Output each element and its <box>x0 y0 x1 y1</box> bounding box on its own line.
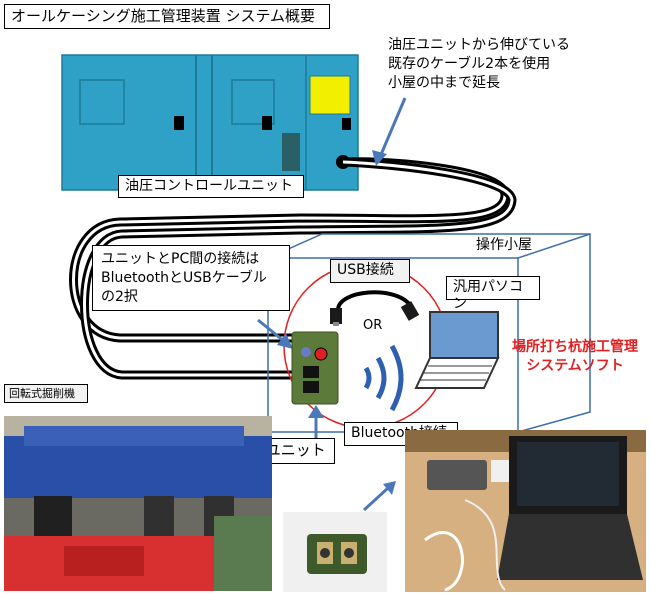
ad-unit-photo <box>283 512 387 592</box>
cable-note: 油圧ユニットから伸びている 既存のケーブル2本を使用 小屋の中まで延長 <box>388 36 628 93</box>
diagram-title: オールケーシング施工管理装置 システム概要 <box>4 4 330 29</box>
laptop-icon <box>414 311 500 389</box>
or-label: OR <box>363 318 383 333</box>
excavator-photo <box>4 416 272 591</box>
wireless-wave-icon <box>363 344 404 412</box>
cable-note-arrow <box>372 97 407 166</box>
cable-note-line-2: 既存のケーブル2本を使用 <box>388 56 551 72</box>
connection-note-line-2: BluetoothとUSBケーブル <box>101 270 267 286</box>
hydraulic-unit-label: 油圧コントロールユニット <box>118 175 304 198</box>
usb-label: USB接続 <box>330 259 410 283</box>
pc-label: 汎用パソコン <box>446 276 540 312</box>
ad-unit-illustration <box>291 331 339 405</box>
ad-unit-arrow <box>308 405 324 438</box>
software-label-line-2: システムソフト <box>526 358 624 374</box>
connection-note-line-1: ユニットとPC間の接続は <box>101 251 260 267</box>
hut-laptop-photo <box>405 430 646 592</box>
machine-label: 回転式掘削機 <box>4 384 88 403</box>
photo-arrow <box>362 481 396 512</box>
cable-note-line-3: 小屋の中まで延長 <box>388 75 500 91</box>
hydraulic-control-unit <box>61 54 359 191</box>
connection-note-line-3: の2択 <box>101 289 138 305</box>
software-label-line-1: 場所打ち杭施工管理 <box>512 339 638 355</box>
cable-note-line-1: 油圧ユニットから伸びている <box>388 37 570 53</box>
usb-cable <box>330 290 420 326</box>
software-label: 場所打ち杭施工管理 システムソフト <box>505 338 645 376</box>
hut-label: 操作小屋 <box>476 237 532 253</box>
hydraulic-cable <box>69 157 517 380</box>
connection-note: ユニットとPC間の接続は BluetoothとUSBケーブル の2択 <box>92 245 290 311</box>
connection-note-arrow <box>257 318 293 349</box>
